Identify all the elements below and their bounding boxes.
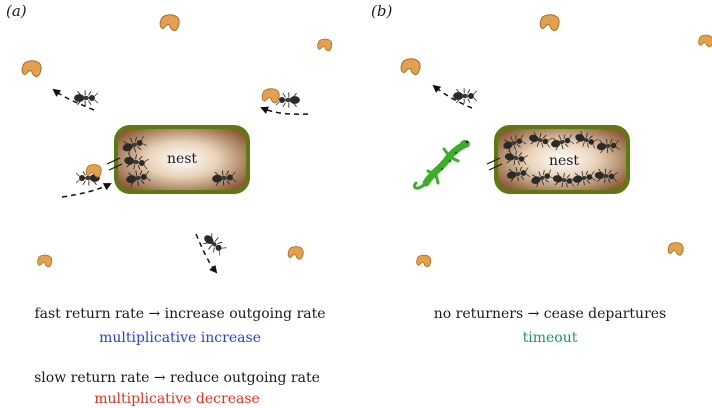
caption-timeout: timeout (522, 330, 578, 346)
dashed-arrow-icon (61, 183, 112, 198)
rule-a1: fast return rate → increase outgoing rat… (34, 306, 325, 322)
rule-a1-condition: fast return rate (34, 306, 144, 322)
dashed-arrow-icon (260, 106, 309, 115)
ant-icon (452, 87, 478, 105)
panel-a (21, 14, 333, 274)
seed-icon (21, 60, 42, 77)
seed-icon (37, 254, 53, 268)
dashed-arrow-icon (432, 84, 473, 109)
nest-label-b: nest (548, 153, 580, 169)
seed-icon (416, 254, 432, 268)
ant-icon (73, 89, 99, 107)
rule-b1-result: cease departures (543, 306, 667, 322)
rule-b1: no returners → cease departures (434, 306, 666, 322)
rule-a2-result: reduce outgoing rate (170, 370, 320, 386)
seed-icon (287, 246, 304, 260)
rule-a2-condition: slow return rate (34, 370, 150, 386)
seed-icon (667, 242, 684, 256)
ant-icon (275, 91, 301, 109)
seed-icon (698, 34, 712, 48)
rule-b1-condition: no returners (433, 306, 524, 322)
dashed-arrow-icon (195, 233, 218, 274)
seed-icon (159, 14, 180, 31)
panel-label-a: (a) (6, 2, 27, 20)
dashed-arrow-icon (52, 88, 95, 111)
arrow-icon: → (148, 306, 161, 322)
gecko-icon (412, 140, 470, 190)
panel-label-b: (b) (371, 2, 393, 20)
rule-a2: slow return rate → reduce outgoing rate (34, 370, 320, 386)
rule-a1-result: increase outgoing rate (164, 306, 326, 322)
panel-b (400, 14, 712, 268)
seed-icon (317, 38, 333, 52)
seed-icon (539, 14, 560, 31)
caption-multiplicative-decrease: multiplicative decrease (94, 391, 260, 407)
arrow-icon: → (527, 306, 540, 322)
nest-label-a: nest (166, 151, 198, 167)
caption-multiplicative-increase: multiplicative increase (99, 330, 261, 346)
seed-icon (261, 88, 280, 104)
seed-icon (400, 58, 421, 75)
arrow-icon: → (153, 370, 166, 386)
